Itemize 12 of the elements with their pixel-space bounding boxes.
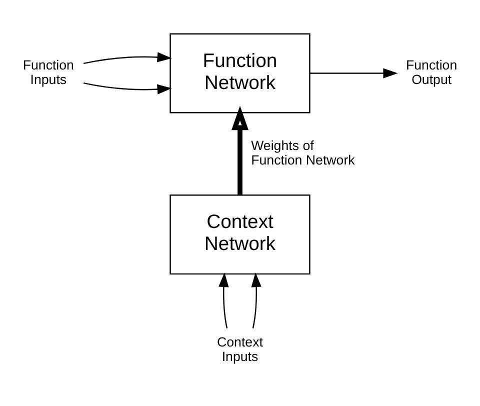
arrow [231, 106, 249, 195]
node-text: Context Inputs [217, 334, 263, 364]
node-text: Function Inputs [22, 57, 74, 87]
node-text: Function Output [406, 57, 458, 87]
arrow [83, 52, 172, 64]
node-box: Context Network [170, 194, 310, 275]
edge-label: Weights of Function Network [251, 138, 355, 168]
arrow [251, 272, 262, 328]
arrow [218, 272, 229, 328]
node-box: Function Network [170, 33, 310, 114]
arrow [310, 68, 398, 78]
arrow [83, 82, 172, 94]
